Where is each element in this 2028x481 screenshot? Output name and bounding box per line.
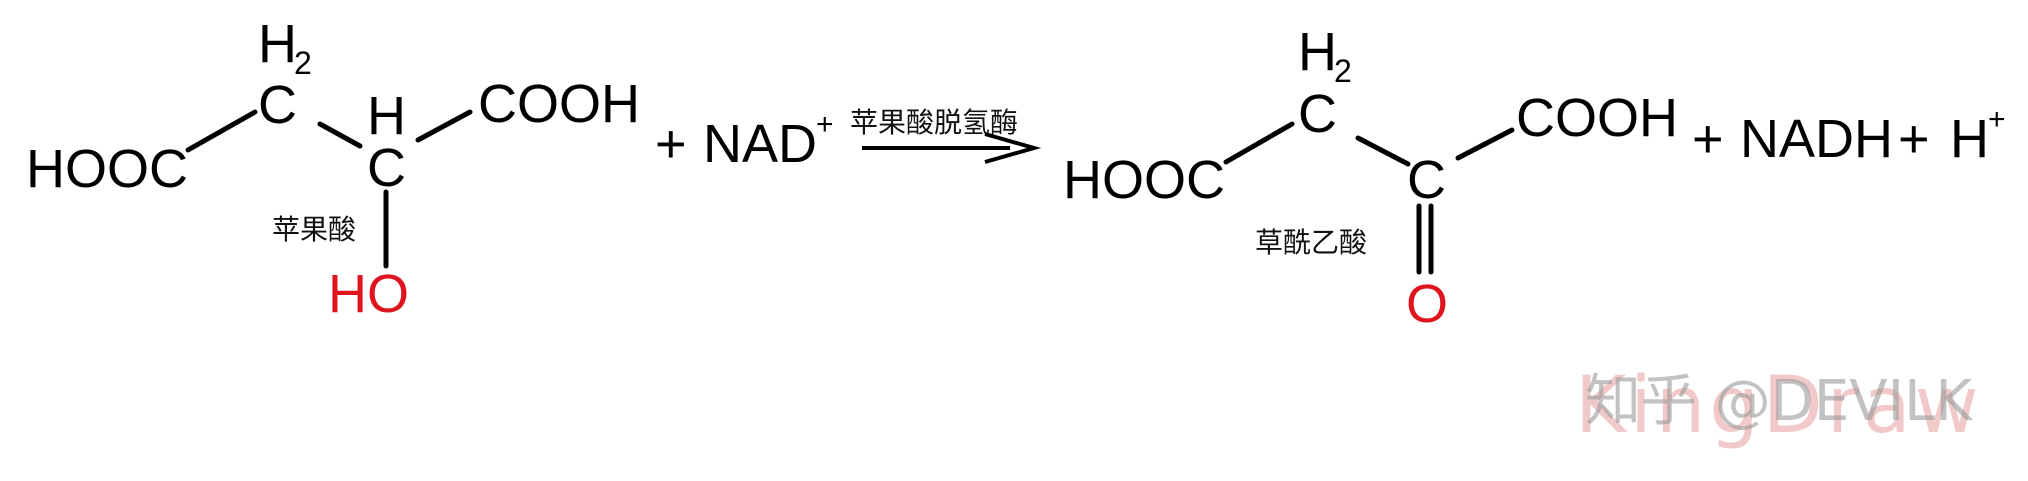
oxalo-ch2-c-label: C [1298, 84, 1337, 144]
malic-bond-ch2-ch [317, 121, 363, 149]
oxaloacetic-acid-name: 草酰乙酸 [1255, 226, 1367, 259]
malic-ch2-c-label: C [258, 75, 297, 135]
malic-ch2-h-label: H [258, 14, 297, 74]
proton-superscript: + [1988, 103, 2006, 136]
oxalo-ch2-sub-label: 2 [1334, 53, 1352, 89]
nad-superscript: + [816, 108, 834, 141]
malic-cooh-label: COOH [478, 74, 640, 134]
nadh-label: NADH [1740, 109, 1893, 169]
plus-sign-3: + [1898, 109, 1930, 169]
oxalo-ch2-h-label: H [1298, 22, 1337, 82]
malic-ch2-sub-label: 2 [294, 45, 312, 81]
oxalo-carbonyl-c-label: C [1407, 150, 1446, 210]
malic-ch-c-label: C [367, 138, 406, 198]
oxalo-bond-ch2-co [1355, 135, 1411, 167]
proton-label: H [1950, 109, 1989, 169]
oxalo-bond-co-cooh [1455, 127, 1515, 161]
oxalo-hooc-label: HOOC [1063, 150, 1225, 210]
plus-sign-1: + [655, 114, 687, 174]
oxalo-bond-hooc-ch2 [1223, 121, 1295, 165]
zhihu-credit-watermark: 知乎 @DEVILK [1585, 369, 1973, 434]
malic-acid-structure: HOOC H 2 C H C COOH HO 苹果酸 [26, 14, 640, 324]
oxalo-oxygen-label: O [1406, 274, 1448, 334]
malic-hydroxyl-label: HO [328, 264, 409, 324]
malic-bond-hooc-ch2 [185, 109, 258, 153]
arrow-head [984, 132, 1042, 164]
plus-sign-2: + [1692, 109, 1724, 169]
reaction-arrow: 苹果酸脱氢酶 [850, 106, 1042, 164]
kingdraw-watermark-logo: KingDraw [1575, 361, 1983, 451]
malic-acid-name: 苹果酸 [272, 213, 356, 246]
malic-bond-ch-cooh [415, 109, 473, 143]
oxalo-cooh-label: COOH [1516, 88, 1678, 148]
malic-ch-h-label: H [367, 86, 406, 146]
malic-hooc-label: HOOC [26, 139, 188, 199]
enzyme-label: 苹果酸脱氢酶 [850, 106, 1018, 139]
oxaloacetate-structure: HOOC H 2 C C COOH O 草酰乙酸 [1063, 22, 1678, 334]
nad-label: NAD [703, 114, 817, 174]
